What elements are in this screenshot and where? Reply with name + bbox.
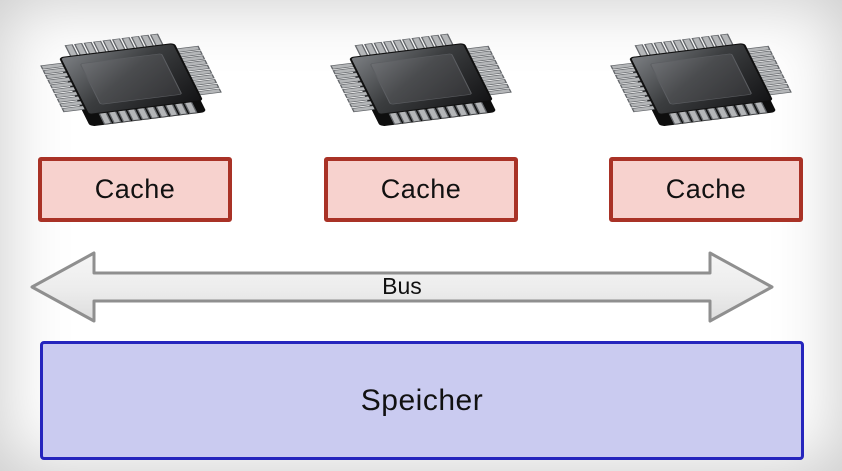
cache-label: Cache [380,174,462,204]
cpu-chip-icon [32,26,230,146]
cache-box: Cache [324,157,518,222]
cache-box: Cache [38,157,232,222]
cache-box: Cache [609,157,803,222]
cache-label: Cache [665,174,747,204]
cpu-chip-icon [602,26,800,146]
memory-box: Speicher [40,341,804,460]
bus-label: Bus [382,272,422,299]
cpu-chip-icon [322,26,520,146]
bus-arrow: Bus [28,247,776,327]
bus-arrow-shape [30,251,774,323]
cache-label: Cache [94,174,176,204]
memory-label: Speicher [360,383,484,417]
